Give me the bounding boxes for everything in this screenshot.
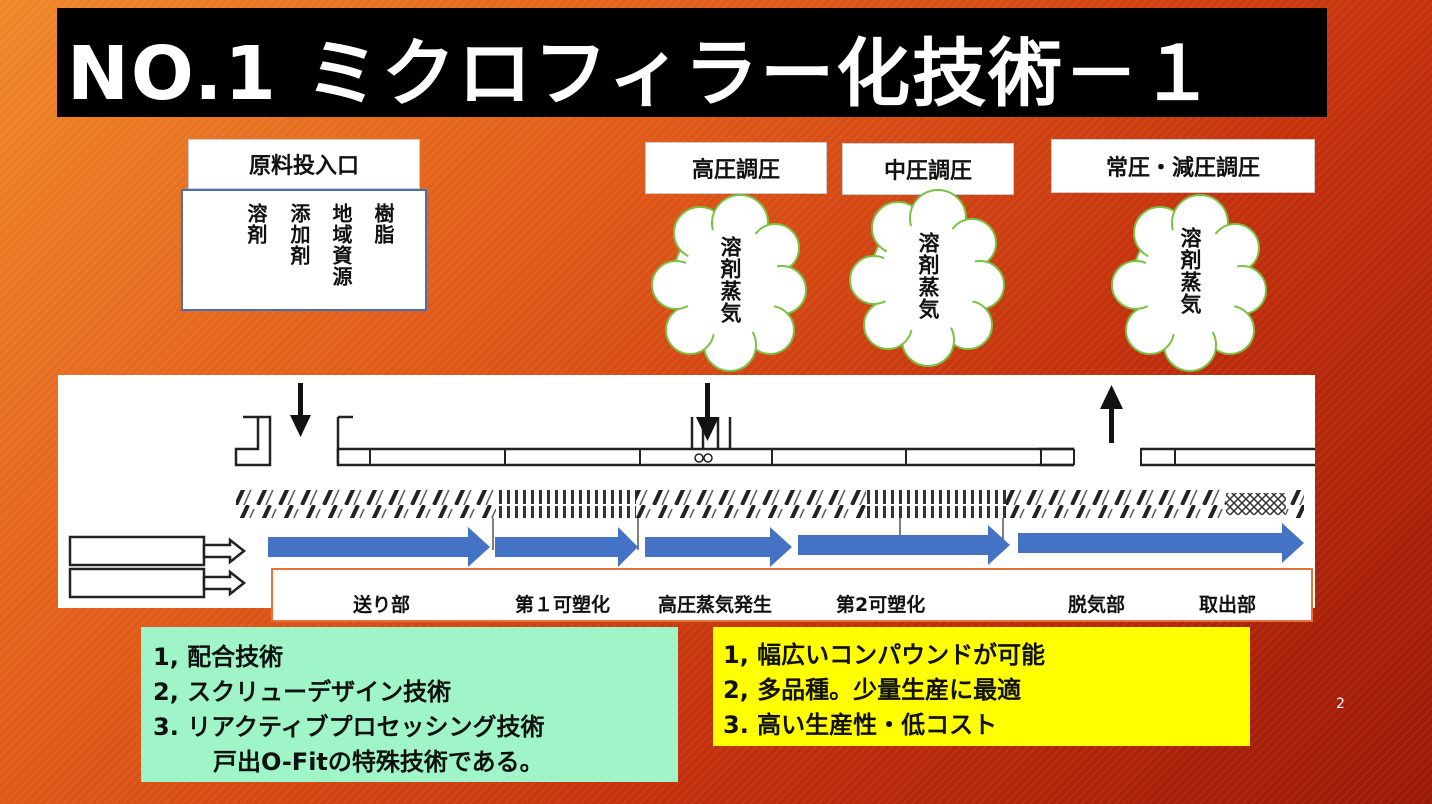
material-solvent: 溶剤 <box>244 203 268 245</box>
normal-pressure-text: 常圧・減圧調圧 <box>1105 156 1260 181</box>
tech-item-1: 1, 配合技術 <box>153 643 284 671</box>
section-degassing: 脱気部 <box>1068 594 1126 616</box>
section-high-pressure-vapor: 高圧蒸気発生 <box>658 594 773 616</box>
material-resin: 樹脂 <box>371 203 395 245</box>
section-plastic-1: 第１可塑化 <box>515 594 611 616</box>
benefit-item-1: 1, 幅広いコンパウンドが可能 <box>723 641 1046 669</box>
medium-pressure-label: 中圧調圧 <box>842 143 1014 195</box>
medium-pressure-text: 中圧調圧 <box>883 159 972 184</box>
high-pressure-text: 高圧調圧 <box>691 158 780 183</box>
material-local-resource: 地域資源 <box>329 203 353 287</box>
normal-pressure-label: 常圧・減圧調圧 <box>1051 139 1315 193</box>
technology-box: 1, 配合技術 2, スクリューデザイン技術 3. リアクティブプロセッシング技… <box>141 627 678 782</box>
high-pressure-label: 高圧調圧 <box>645 142 827 194</box>
material-additive: 添加剤 <box>287 203 311 266</box>
materials-box: 樹脂 地域資源 添加剤 溶剤 <box>181 189 427 311</box>
feed-inlet-text: 原料投入口 <box>248 154 359 179</box>
extruder-drawing <box>68 383 1357 599</box>
feed-inlet-label: 原料投入口 <box>188 139 420 189</box>
section-output: 取出部 <box>1199 594 1257 616</box>
slide-title: NO.1 ミクロフィラー化技術－１ <box>67 31 1217 117</box>
vapor-text-normal: 溶剤蒸気 <box>1178 227 1202 315</box>
title-bar: NO.1 ミクロフィラー化技術－１ <box>57 8 1327 117</box>
benefits-box: 1, 幅広いコンパウンドが可能 2, 多品種。少量生産に最適 3. 高い生産性・… <box>713 627 1250 746</box>
tech-item-2: 2, スクリューデザイン技術 <box>153 678 452 706</box>
tech-note: 戸出O-Fitの特殊技術である。 <box>213 748 544 776</box>
benefit-item-2: 2, 多品種。少量生産に最適 <box>723 676 1022 704</box>
section-feed: 送り部 <box>353 594 411 616</box>
vapor-text-high: 溶剤蒸気 <box>718 236 742 324</box>
process-sections: 送り部 第１可塑化 高圧蒸気発生 第2可塑化 脱気部 取出部 <box>271 568 1313 622</box>
tech-item-3: 3. リアクティブプロセッシング技術 <box>153 713 545 741</box>
vapor-text-medium: 溶剤蒸気 <box>916 232 940 320</box>
section-plastic-2: 第2可塑化 <box>836 594 926 616</box>
page-number: 2 <box>1336 696 1345 712</box>
benefit-item-3: 3. 高い生産性・低コスト <box>723 711 998 739</box>
